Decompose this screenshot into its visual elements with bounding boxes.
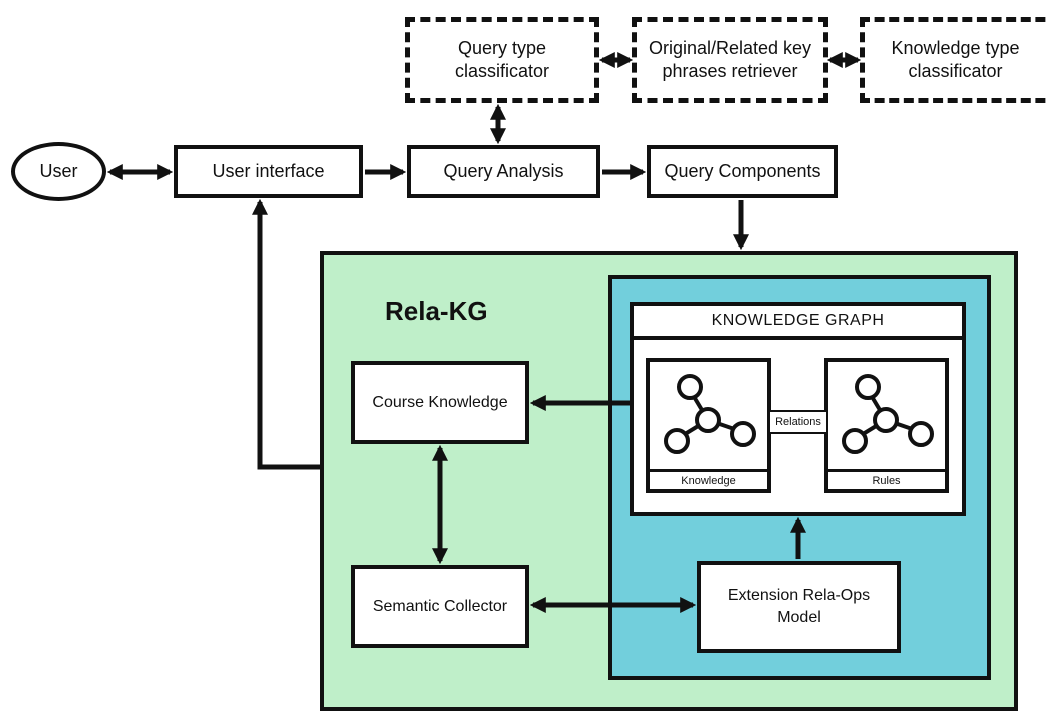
relakg-ui-arrow xyxy=(251,198,320,470)
knowledge-type-classificator-label: Knowledge type classificator xyxy=(891,38,1020,81)
query-components-box: Query Components xyxy=(647,145,838,198)
extension-model-label: Extension Rela-Ops Model xyxy=(727,587,871,626)
query-type-classificator-label: Query type classificator xyxy=(454,38,550,81)
user-interface-box: User interface xyxy=(174,145,363,198)
user-interface-label: User interface xyxy=(212,161,325,181)
user-node: User xyxy=(11,142,106,201)
query-analysis-box: Query Analysis xyxy=(407,145,600,198)
query-analysis-label: Query Analysis xyxy=(443,161,564,181)
semantic-collector-box: Semantic Collector xyxy=(351,565,529,648)
course-knowledge-label: Course Knowledge xyxy=(372,393,508,411)
extension-model-box: Extension Rela-Ops Model xyxy=(697,561,901,653)
graph-nodes-icon xyxy=(664,374,756,454)
query-type-classificator-box: Query type classificator xyxy=(405,17,599,103)
query-components-label: Query Components xyxy=(664,161,821,181)
user-label: User xyxy=(39,161,78,181)
rules-card: Rules xyxy=(824,358,949,493)
course-knowledge-box: Course Knowledge xyxy=(351,361,529,444)
knowledge-type-classificator-box: Knowledge type classificator xyxy=(860,17,1050,103)
key-phrases-retriever-box: Original/Related key phrases retriever xyxy=(632,17,828,103)
key-phrases-retriever-label: Original/Related key phrases retriever xyxy=(648,38,812,81)
knowledge-card: Knowledge xyxy=(646,358,771,493)
rules-card-label: Rules xyxy=(828,469,945,489)
knowledge-card-label: Knowledge xyxy=(650,469,767,489)
knowledge-graph-header: KNOWLEDGE GRAPH xyxy=(634,306,962,340)
graph-nodes-icon xyxy=(842,374,934,454)
rela-kg-title: Rela-KG xyxy=(385,296,488,326)
relations-label: Relations xyxy=(770,412,826,432)
semantic-collector-label: Semantic Collector xyxy=(372,597,508,615)
